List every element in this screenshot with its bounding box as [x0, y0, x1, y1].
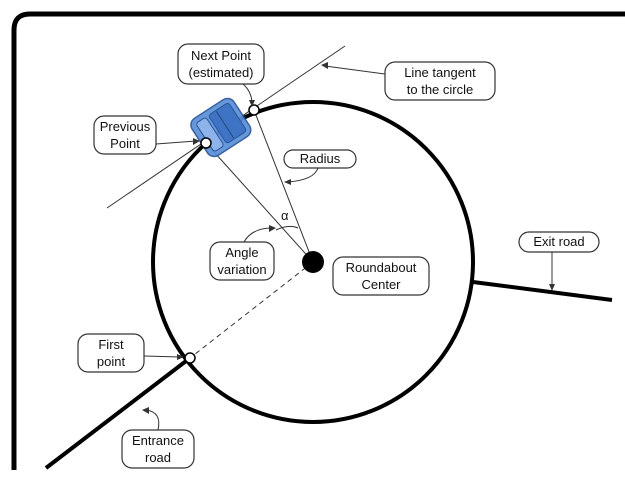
- angle-variation-label-2: variation: [217, 262, 266, 277]
- previous-point-label-1: Previous: [100, 119, 151, 134]
- first-point-label-1: First: [98, 337, 124, 352]
- alpha-symbol: α: [281, 208, 289, 223]
- entrance-road-label-2: road: [145, 450, 171, 465]
- radius-line-next: [253, 109, 314, 263]
- angle-variation-label-1: Angle: [225, 245, 258, 260]
- previous-point-marker: [200, 137, 212, 149]
- callout-angle-variation: Angle variation: [209, 225, 276, 281]
- exit-road-line: [472, 280, 613, 302]
- radius-line-previous: [205, 142, 314, 263]
- entrance-road-line: [44, 356, 192, 470]
- roundabout-center-label-1: Roundabout: [346, 260, 417, 275]
- first-point-dashed-line: [189, 261, 314, 359]
- roundabout-center-label-2: Center: [361, 277, 401, 292]
- first-point-label-2: point: [97, 354, 126, 369]
- radius-label: Radius: [300, 151, 341, 166]
- previous-point-label-2: Point: [110, 136, 140, 151]
- callout-next-point: Next Point (estimated): [177, 43, 265, 107]
- line-tangent-label-2: to the circle: [407, 82, 473, 97]
- angle-arc: [275, 225, 299, 231]
- callout-first-point: First point: [77, 333, 184, 373]
- callout-previous-point: Previous Point: [93, 115, 200, 155]
- entrance-road-label-1: Entrance: [132, 433, 184, 448]
- callout-roundabout-center: Roundabout Center: [332, 256, 430, 296]
- first-point-marker: [184, 352, 196, 364]
- next-point-label-1: Next Point: [191, 48, 251, 63]
- line-tangent-label-1: Line tangent: [404, 65, 476, 80]
- roundabout-circle: [151, 100, 475, 424]
- frame-border: [11, 11, 625, 470]
- roundabout-center-dot: [302, 251, 324, 273]
- exit-road-label: Exit road: [533, 234, 584, 249]
- callout-entrance-road: Entrance road: [121, 407, 195, 469]
- next-point-marker: [248, 104, 260, 116]
- callout-line-tangent: Line tangent to the circle: [321, 61, 496, 101]
- next-point-label-2: (estimated): [188, 65, 253, 80]
- callout-exit-road: Exit road: [518, 231, 600, 291]
- callout-radius: Radius: [283, 149, 357, 185]
